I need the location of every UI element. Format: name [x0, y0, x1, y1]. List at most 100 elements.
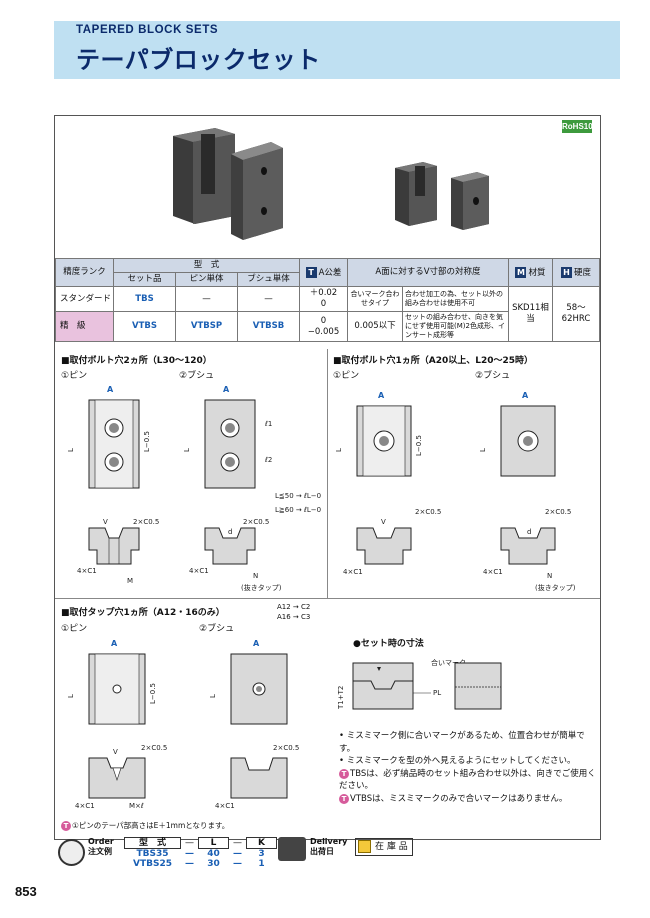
tolerance-icon: T — [305, 266, 317, 278]
svg-text:2×C0.5: 2×C0.5 — [415, 508, 441, 516]
svg-text:L: L — [67, 448, 75, 452]
s3-pin-label: ①ピン — [61, 624, 88, 634]
r1-tol-b: 0 — [320, 299, 327, 309]
r2-pin: VTBSP — [175, 311, 238, 342]
section-divider-v — [327, 349, 328, 598]
th-mat-label: 材質 — [528, 267, 546, 278]
hardness-icon: H — [560, 266, 572, 278]
s2-bush-label: ②ブシュ — [475, 371, 511, 381]
a16-note: A16 → C3 — [277, 613, 311, 621]
order-r2-l: 30 — [207, 859, 220, 869]
th-hard-label: 硬度 — [573, 267, 591, 278]
order-dash: — — [233, 859, 242, 869]
svg-text:d: d — [228, 528, 232, 536]
r1-bush: — — [237, 286, 300, 312]
svg-text:L: L — [183, 448, 191, 452]
svg-text:L≧60 → ℓL−0.2: L≧60 → ℓL−0.2 — [275, 506, 321, 514]
s3-bush-label: ②ブシュ — [199, 624, 235, 634]
order-h-k: K — [246, 837, 277, 849]
svg-text:2×C0.5: 2×C0.5 — [545, 508, 571, 516]
svg-text:A: A — [378, 391, 385, 400]
section-divider-h — [55, 598, 600, 599]
svg-text:N: N — [253, 572, 258, 580]
svg-text:L≦50 → ℓL−0.3: L≦50 → ℓL−0.3 — [275, 492, 321, 500]
r2-note: セットの組み合わせ、向きを気にせず使用可能(M)2色成形、インサート成形等 — [402, 311, 509, 342]
r1-pin: — — [175, 286, 238, 312]
svg-text:4×C1: 4×C1 — [343, 568, 363, 576]
notes-list: • ミスミマーク側に合いマークがあるため、位置合わせが簡単です。 • ミスミマー… — [339, 730, 600, 805]
note-3-symbol-icon: T — [339, 768, 349, 779]
stock-label: 在 庫 品 — [375, 842, 408, 852]
note-4-symbol-icon: T — [339, 793, 349, 804]
svg-text:V: V — [113, 748, 118, 756]
svg-text:2×C0.5: 2×C0.5 — [133, 518, 159, 526]
svg-text:ℓ2: ℓ2 — [264, 456, 272, 464]
section-3-title: ■取付タップ穴1ヵ所（A12・16のみ） — [61, 608, 225, 618]
svg-text:(抜きタップ): (抜きタップ) — [535, 583, 576, 592]
order-example-table: 型 式 — L — K TBS35 — 40 — 3 VTBS25 — 30 —… — [124, 837, 277, 869]
note-3-text: TBSは、必ず納品時のセット組み合わせ以外は、向きでご使用ください。 — [339, 768, 596, 792]
r2-set: VTBS — [113, 311, 176, 342]
setting-dimension-title: ●セット時の寸法 — [353, 639, 424, 649]
delivery-label: Delivery 出荷日 — [310, 837, 347, 857]
svg-text:A: A — [111, 639, 118, 648]
order-r2-k: 1 — [258, 859, 265, 869]
stock-badge: 在 庫 品 — [355, 838, 413, 856]
svg-text:A: A — [253, 639, 260, 648]
th-rank: 精度ランク — [55, 258, 114, 287]
section-1-title: ■取付ボルト穴2ヵ所（L30〜120） — [61, 356, 212, 366]
svg-text:合いマーク: 合いマーク — [431, 658, 466, 667]
order-r2-type: VTBS25 — [133, 859, 172, 869]
th-type: 型 式 — [113, 258, 300, 273]
box-icon — [358, 840, 371, 853]
svg-text:L: L — [479, 448, 487, 452]
note-4-text: VTBSは、ミスミマークのみで合いマークはありません。 — [350, 793, 568, 804]
svg-text:4×C1: 4×C1 — [215, 802, 235, 810]
hardness: 58〜62HRC — [552, 286, 600, 342]
r1-sym: 合いマーク合わせタイプ — [347, 286, 403, 312]
th-pin: ピン単体 — [175, 272, 238, 287]
s2-drawings: A L L−0.5 A L V 2×C0.5 4×C1 2×C0.5 d 4×C… — [335, 391, 576, 592]
s1-pin-label: ①ピン — [61, 371, 88, 381]
r1-rank: スタンダード — [55, 286, 114, 312]
th-tol-label: A公差 — [318, 267, 342, 278]
delivery-label-en: Delivery — [310, 837, 348, 846]
svg-text:A: A — [223, 385, 230, 394]
r2-sym: 0.005以下 — [347, 311, 403, 342]
product-photo — [173, 128, 489, 240]
svg-text:2×C0.5: 2×C0.5 — [141, 744, 167, 752]
s3-drawings: A L L−0.5 A L V 2×C0.5 4×C1 M×ℓ 2×C0.5 4… — [67, 639, 299, 810]
svg-text:L: L — [335, 448, 343, 452]
a12-note: A12 → C2 — [277, 603, 311, 611]
order-r1-l: 40 — [207, 849, 220, 859]
r2-tol-b: −0.005 — [307, 326, 340, 337]
telephone-icon — [58, 839, 85, 866]
svg-text:4×C1: 4×C1 — [77, 567, 97, 575]
section-2-title: ■取付ボルト穴1ヵ所（A20以上、L20〜25時） — [333, 356, 534, 366]
order-label: Order 注文例 — [88, 837, 114, 857]
order-dash: — — [233, 848, 242, 859]
page-number: 853 — [15, 884, 37, 899]
r1-note: 合わせ加工の為、セット以外の組み合わせは使用不可 — [402, 286, 509, 312]
r1-set: TBS — [113, 286, 176, 312]
s2-pin-label: ①ピン — [333, 371, 360, 381]
rohs-badge: RoHS10 — [562, 120, 593, 133]
order-r1-k: 3 — [258, 849, 265, 859]
svg-text:N: N — [547, 572, 552, 580]
th-set: セット品 — [113, 272, 176, 287]
order-dash: — — [185, 859, 194, 869]
material: SKD11相当 — [508, 286, 553, 342]
svg-text:L: L — [67, 694, 75, 698]
svg-text:V: V — [381, 518, 386, 526]
order-label-en: Order — [88, 837, 114, 846]
svg-text:d: d — [527, 528, 531, 536]
title-en: TAPERED BLOCK SETS — [76, 24, 219, 36]
th-bush: ブシュ単体 — [237, 272, 300, 287]
svg-text:4×C1: 4×C1 — [483, 568, 503, 576]
s1-drawings: A L L−0.5 A L ℓ1 ℓ2 L≦50 → ℓL−0.3 L≧60 →… — [67, 385, 321, 592]
